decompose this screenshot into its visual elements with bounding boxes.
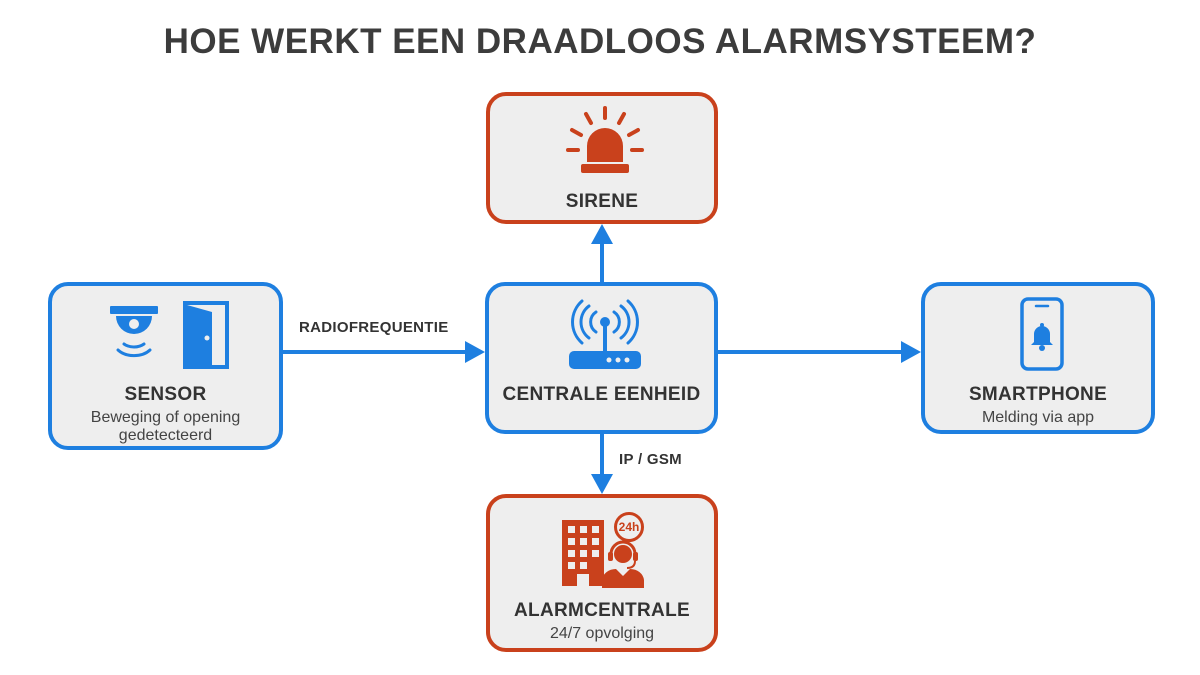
node-sirene-title: SIRENE (565, 191, 639, 212)
arrowhead-centrale-to-alarmcentrale (591, 474, 613, 494)
arrowhead-centrale-to-sirene (591, 224, 613, 244)
node-centrale: CENTRALE EENHEID (485, 282, 718, 434)
edge-label-ip-gsm: IP / GSM (619, 451, 682, 468)
node-sensor: SENSOR Beweging of opening gedetecteerd (48, 282, 283, 450)
node-sensor-subtitle-line2: gedetecteerd (118, 427, 213, 444)
router-icon (569, 299, 641, 369)
node-alarmcentrale-title: ALARMCENTRALE (514, 600, 690, 621)
door-icon (183, 301, 229, 369)
smartphone-bell-icon (1020, 297, 1064, 371)
node-sensor-subtitle-line1: Beweging of opening (90, 409, 241, 426)
arrowhead-sensor-to-centrale (465, 341, 485, 363)
node-smartphone-title: SMARTPHONE (968, 384, 1108, 405)
badge-24h-label: 24h (618, 520, 640, 534)
node-alarmcentrale-subtitle: 24/7 opvolging (549, 625, 655, 642)
node-centrale-title: CENTRALE EENHEID (502, 384, 701, 405)
node-sirene: SIRENE (486, 92, 718, 224)
edge-label-radiofrequentie: RADIOFREQUENTIE (299, 319, 449, 336)
building-icon (562, 520, 604, 586)
siren-icon (566, 106, 644, 173)
node-smartphone-subtitle: Melding via app (981, 409, 1095, 426)
operator-headset-icon (602, 540, 644, 588)
motion-sensor-icon (110, 306, 158, 358)
page-title: HOE WERKT EEN DRAADLOOS ALARMSYSTEEM? (163, 22, 1037, 61)
node-alarmcentrale: 24h ALARMCENTRALE 24/7 opvolging (486, 494, 718, 652)
arrowhead-centrale-to-smartphone (901, 341, 921, 363)
badge-24h: 24h (614, 512, 644, 542)
node-sensor-title: SENSOR (124, 384, 207, 405)
node-smartphone: SMARTPHONE Melding via app (921, 282, 1155, 434)
